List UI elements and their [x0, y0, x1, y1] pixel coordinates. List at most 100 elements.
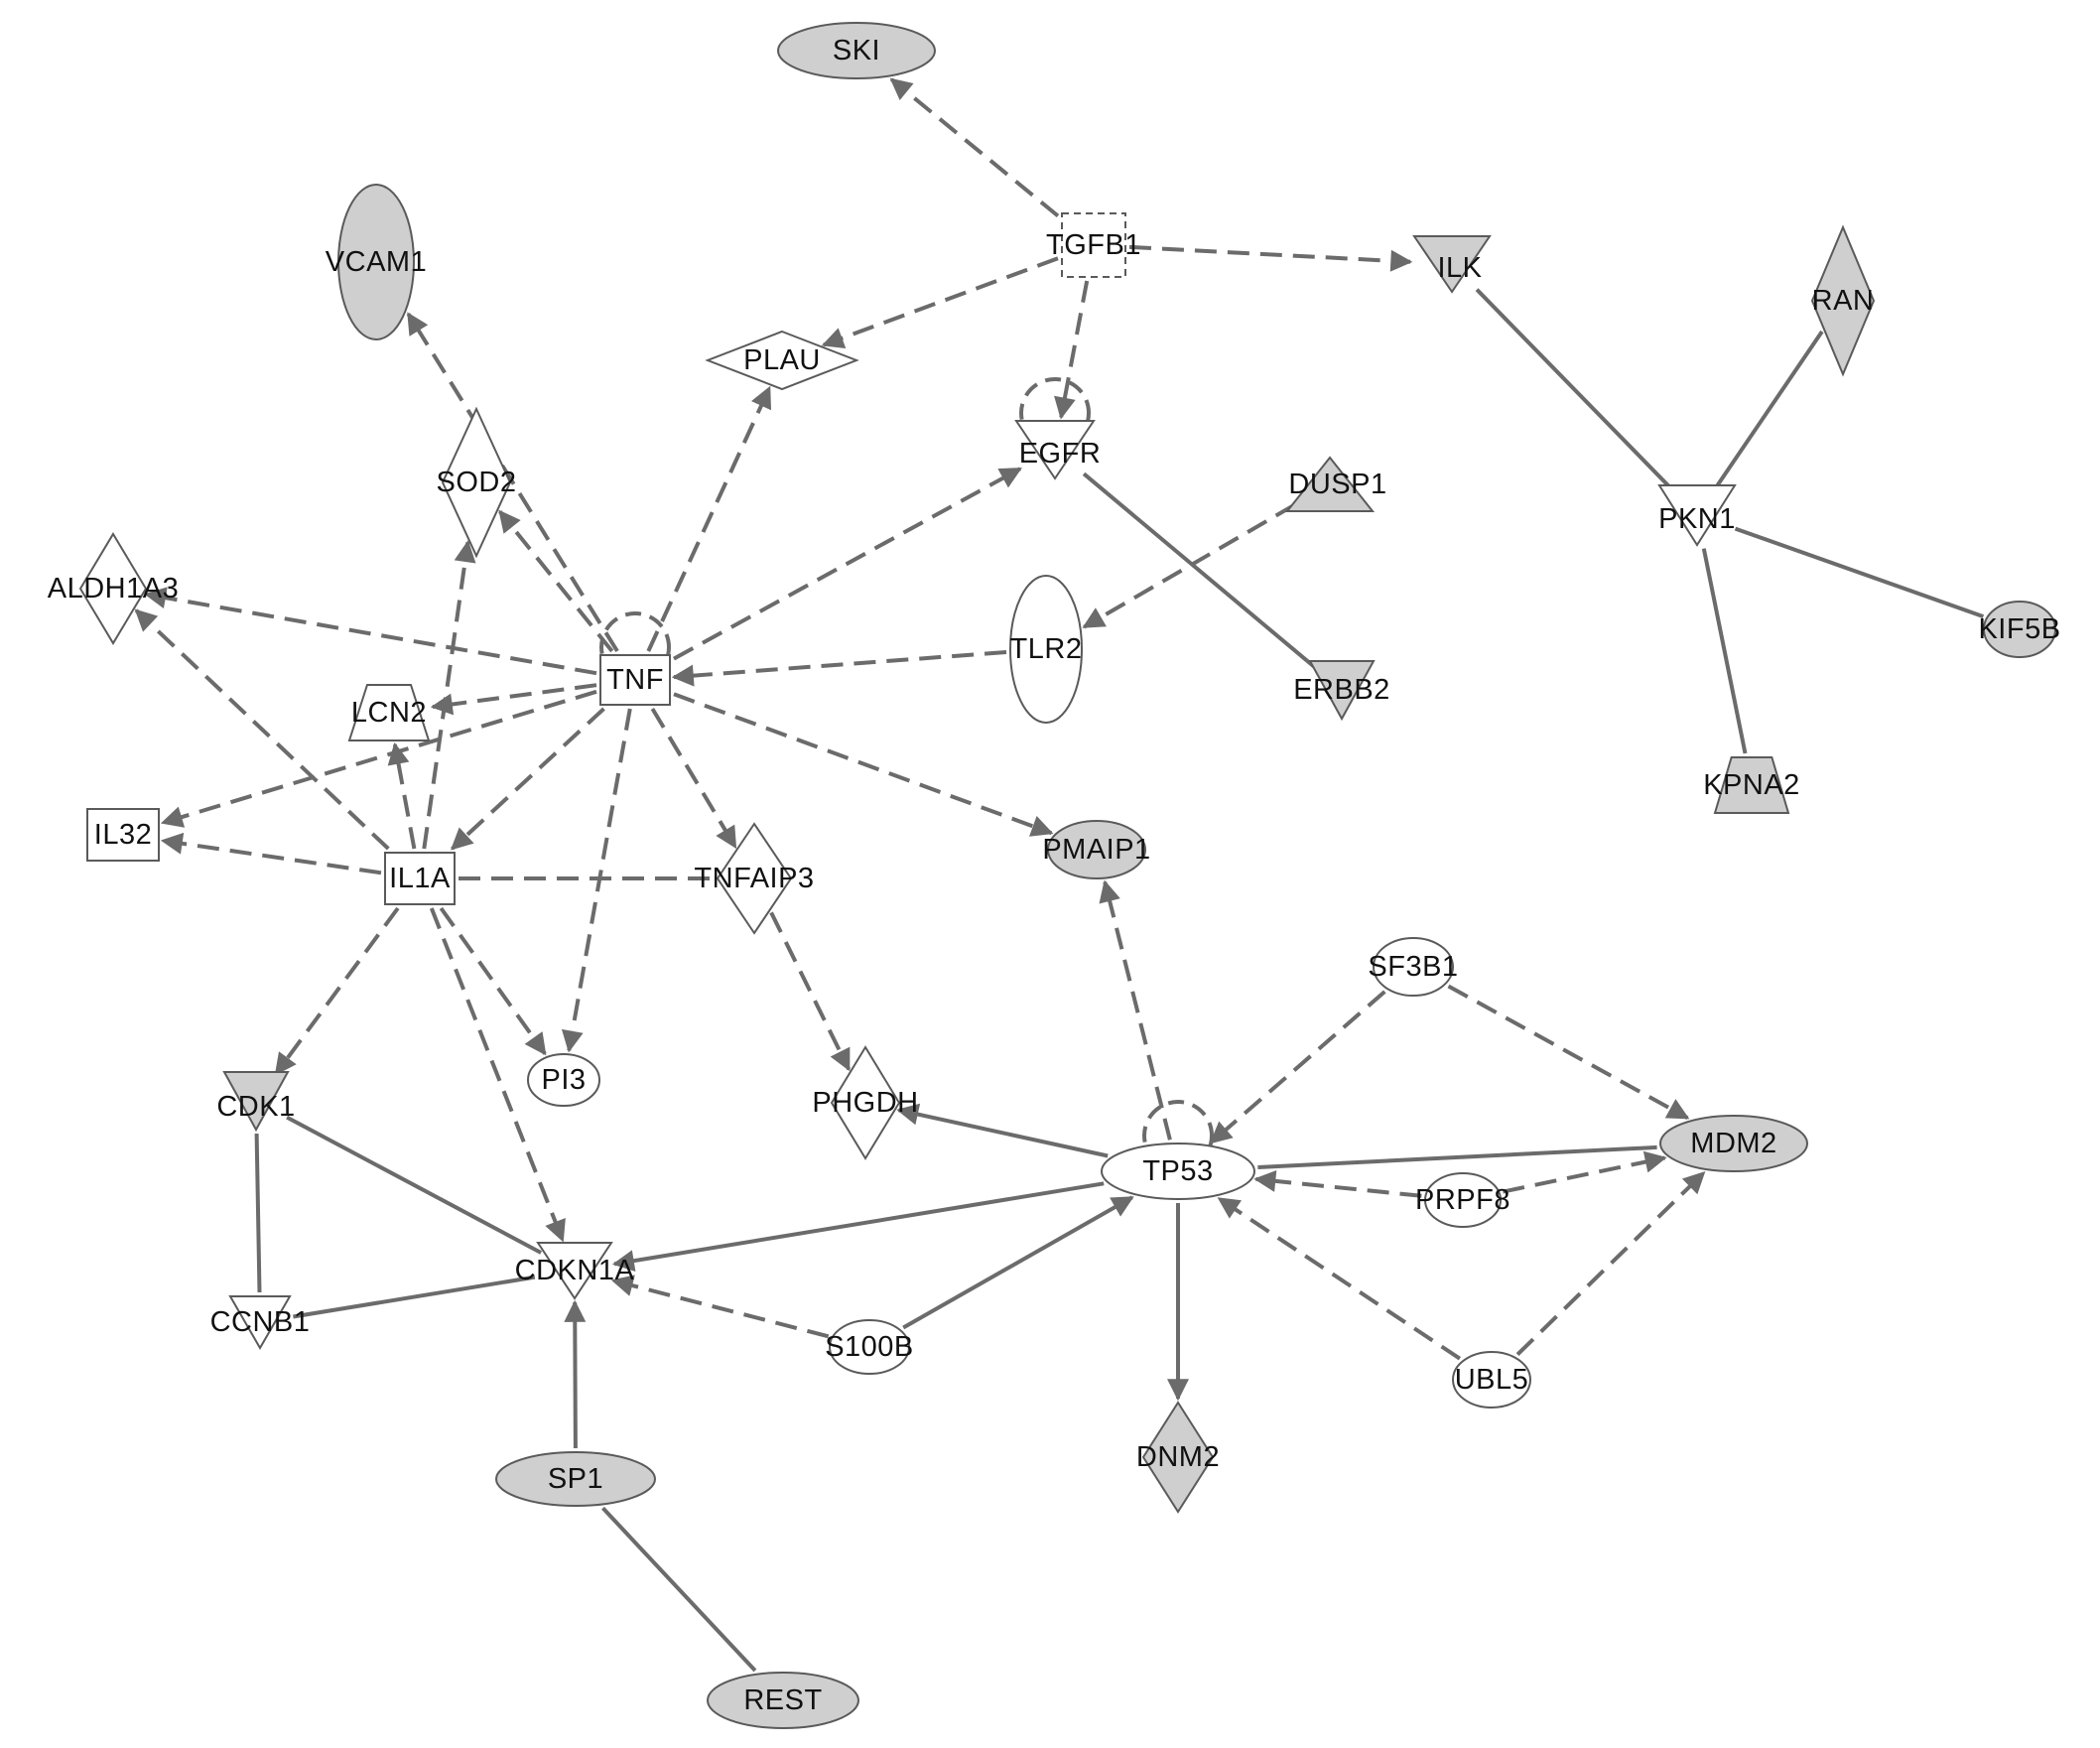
node-label: KIF5B: [1978, 613, 2060, 645]
node-lcn2[interactable]: LCN2: [347, 684, 431, 741]
node-shape-ellipse: [707, 1672, 859, 1729]
node-shape-triangle-down: [1014, 420, 1096, 480]
node-mdm2[interactable]: MDM2: [1659, 1115, 1808, 1172]
edge-egfr-erbb2: [1082, 471, 1317, 670]
edge-tnf-plau: [646, 385, 772, 652]
node-shape-ellipse-vertical: [337, 184, 415, 340]
node-vcam1[interactable]: VCAM1: [326, 184, 427, 340]
edge-cdk1-cdkn1a: [286, 1115, 543, 1255]
node-label: S100B: [825, 1331, 914, 1363]
node-ilk[interactable]: ILK: [1412, 235, 1492, 294]
node-sp1[interactable]: SP1: [495, 1451, 656, 1507]
node-sod2[interactable]: SOD2: [437, 406, 517, 559]
edge-il1a-pi3: [439, 906, 547, 1056]
edge-ubl5-tp53: [1217, 1196, 1462, 1361]
node-label: SOD2: [437, 467, 517, 498]
node-shape-triangle-up: [1284, 456, 1376, 512]
edge-tgfb1-ilk: [1128, 244, 1413, 272]
node-shape-triangle-down: [222, 1071, 290, 1133]
node-cdkn1a[interactable]: CDKN1A: [515, 1242, 635, 1300]
node-label: TGFB1: [1046, 229, 1141, 261]
edge-tnf-il1a: [450, 707, 605, 851]
edge-il1a-aldh1a3: [134, 608, 390, 851]
node-label: RAN: [1812, 285, 1875, 317]
node-label: PMAIP1: [1042, 834, 1150, 866]
node-label: PI3: [541, 1064, 586, 1096]
node-s100b[interactable]: S100B: [825, 1319, 914, 1375]
node-tp53[interactable]: TP53: [1101, 1143, 1255, 1200]
node-label: CCNB1: [210, 1306, 311, 1338]
node-ccnb1[interactable]: CCNB1: [210, 1295, 311, 1351]
node-il32[interactable]: IL32: [86, 808, 160, 862]
edge-cdk1-ccnb1: [254, 1133, 262, 1293]
node-label: TP53: [1142, 1155, 1213, 1187]
node-label: IL1A: [389, 863, 451, 894]
node-egfr[interactable]: EGFR: [1014, 420, 1101, 480]
edge-prpf8-mdm2: [1502, 1150, 1667, 1194]
edge-tnf-egfr: [673, 467, 1022, 661]
node-label: LCN2: [351, 697, 427, 729]
node-il1a[interactable]: IL1A: [384, 852, 456, 905]
node-tgfb1[interactable]: TGFB1: [1046, 212, 1141, 278]
edge-ran-pkn1: [1715, 330, 1824, 487]
edge-tnf-sod2: [498, 509, 614, 653]
node-shape-ellipse: [527, 1053, 600, 1107]
edge-tgfb1-ski: [889, 77, 1060, 218]
node-ubl5[interactable]: UBL5: [1452, 1351, 1531, 1409]
node-shape-ellipse: [1373, 937, 1454, 997]
node-shape-triangle-down: [536, 1242, 613, 1300]
node-label: IL32: [94, 819, 152, 851]
node-label: PHGDH: [812, 1087, 918, 1119]
node-label: TNFAIP3: [694, 863, 814, 894]
node-prpf8[interactable]: PRPF8: [1415, 1172, 1510, 1228]
node-phgdh[interactable]: PHGDH: [812, 1045, 918, 1160]
node-erbb2[interactable]: ERBB2: [1293, 660, 1390, 722]
node-label: PKN1: [1658, 503, 1736, 535]
edge-layer: [134, 77, 1985, 1673]
node-ran[interactable]: RAN: [1810, 224, 1876, 377]
edge-tp53-pmaip1: [1099, 879, 1172, 1141]
node-label: KPNA2: [1703, 769, 1800, 801]
node-shape-ellipse: [1983, 601, 2056, 658]
node-dusp1[interactable]: DUSP1: [1284, 456, 1387, 512]
edge-tgfb1-egfr: [1054, 280, 1090, 420]
edge-tlr2-tnf: [671, 650, 1007, 687]
node-cdk1[interactable]: CDK1: [216, 1071, 295, 1133]
node-sf3b1[interactable]: SF3B1: [1368, 937, 1458, 997]
node-shape-triangle-down: [1308, 660, 1376, 722]
node-label: SF3B1: [1368, 951, 1458, 983]
node-kif5b[interactable]: KIF5B: [1978, 601, 2060, 658]
edge-tnf-vcam1: [406, 312, 619, 653]
node-shape-ellipse: [495, 1451, 656, 1507]
node-tnf[interactable]: TNF: [599, 654, 671, 706]
node-label: DNM2: [1136, 1441, 1220, 1473]
node-label: ERBB2: [1293, 674, 1390, 706]
node-dnm2[interactable]: DNM2: [1136, 1401, 1220, 1514]
node-rest[interactable]: REST: [707, 1672, 859, 1729]
node-plau[interactable]: PLAU: [705, 330, 859, 391]
node-shape-square-dashed: [1061, 212, 1126, 278]
node-label: CDKN1A: [515, 1255, 635, 1286]
node-label: PRPF8: [1415, 1184, 1510, 1216]
node-shape-diamond: [78, 532, 148, 645]
node-tlr2[interactable]: TLR2: [1009, 575, 1083, 724]
node-shape-square: [599, 654, 671, 706]
node-shape-ellipse: [1452, 1351, 1531, 1409]
node-shape-ellipse: [1659, 1115, 1808, 1172]
node-shape-ellipse: [1101, 1143, 1255, 1200]
node-kpna2[interactable]: KPNA2: [1703, 756, 1800, 814]
node-shape-ellipse-vertical: [1009, 575, 1083, 724]
node-pmaip1[interactable]: PMAIP1: [1042, 820, 1150, 879]
node-label: TLR2: [1010, 633, 1083, 665]
node-aldh1a3[interactable]: ALDH1A3: [48, 532, 179, 645]
edge-pkn1-kif5b: [1734, 526, 1985, 618]
node-pkn1[interactable]: PKN1: [1657, 484, 1737, 547]
node-label: MDM2: [1690, 1128, 1776, 1159]
edge-ubl5-mdm2: [1515, 1170, 1706, 1357]
node-tnfaip3[interactable]: TNFAIP3: [694, 822, 814, 935]
node-ski[interactable]: SKI: [777, 22, 936, 79]
node-label: PLAU: [743, 344, 821, 376]
edge-ccnb1-cdkn1a: [293, 1275, 536, 1319]
node-pi3[interactable]: PI3: [527, 1053, 600, 1107]
